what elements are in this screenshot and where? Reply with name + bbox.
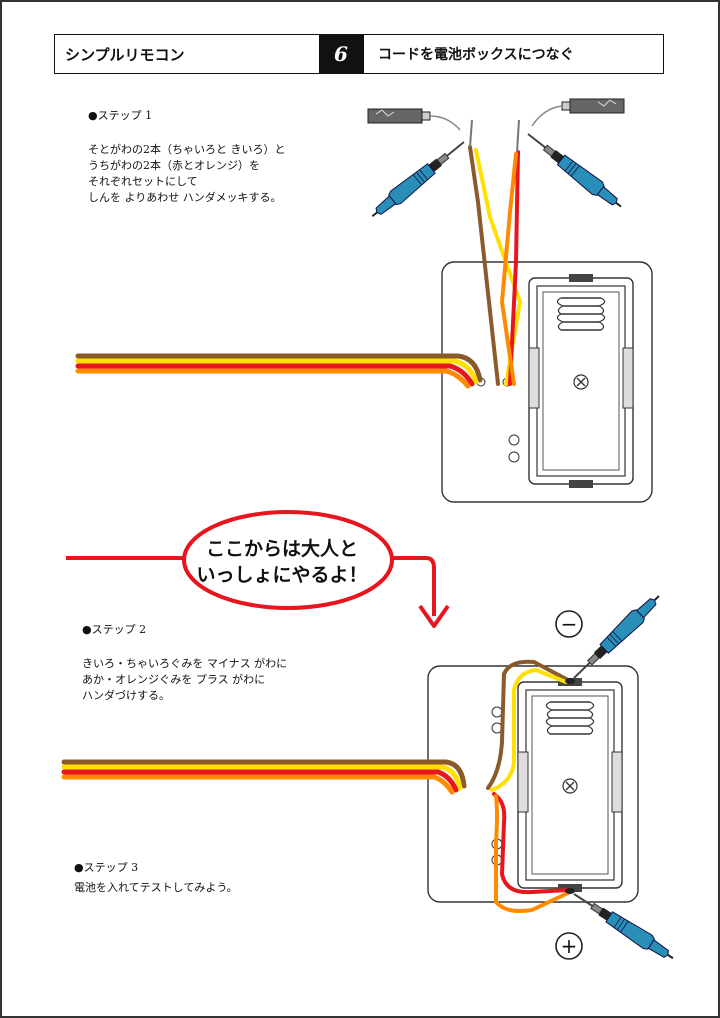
step3-line: 電池を入れてテストしてみよう。	[74, 881, 238, 894]
header-subtitle: コードを電池ボックスにつなぐ	[363, 35, 663, 73]
step2-line: あか・オレンジぐみを プラス がわに	[82, 673, 266, 686]
solder-joint	[565, 888, 575, 894]
battery-holder-icon	[528, 273, 634, 489]
battery-holder-icon	[517, 677, 623, 893]
soldering-iron-icon	[522, 126, 627, 214]
header-title: シンプルリモコン	[65, 45, 185, 64]
solder-wire-icon	[561, 98, 625, 114]
plus-symbol: +	[561, 934, 578, 958]
step3-body: 電池を入れてテストしてみよう。	[74, 880, 238, 896]
minus-symbol-icon	[555, 610, 583, 638]
mount-hole	[508, 434, 520, 446]
header-step-number: 6	[319, 35, 363, 73]
solder-strand	[429, 115, 461, 131]
callout-line-1: ここからは大人と	[205, 538, 358, 560]
step1-line: そとがわの2本（ちゃいろと きいろ）と	[88, 143, 286, 156]
mount-hole	[508, 451, 520, 463]
minus-symbol: −	[561, 612, 578, 636]
step1-line: それぞれセットにして	[88, 175, 198, 188]
step1-line: うちがわの2本（赤とオレンジ）を	[88, 159, 260, 172]
soldered-wires	[486, 659, 572, 913]
flat-cable-2	[61, 759, 467, 795]
twisted-wires	[468, 145, 523, 386]
header-bar: シンプルリモコン 6 コードを電池ボックスにつなぐ	[54, 34, 664, 74]
step2-line: きいろ・ちゃいろぐみを マイナス がわに	[82, 657, 288, 670]
solder-joint	[565, 678, 575, 684]
step1-body: そとがわの2本（ちゃいろと きいろ）と うちがわの2本（赤とオレンジ）を それぞ…	[88, 142, 286, 206]
step1-line: しんを よりあわせ ハンダメッキする。	[88, 191, 282, 204]
step1-illustration	[75, 98, 653, 503]
flat-cable-1	[75, 353, 483, 389]
adult-callout	[66, 510, 450, 628]
step3-title: ●ステップ 3	[74, 861, 139, 874]
solder-strand	[531, 105, 563, 127]
plus-symbol-icon	[555, 932, 583, 960]
wire-core	[516, 119, 520, 153]
callout-line-2: いっしょにやるよ！	[196, 564, 368, 586]
step2-illustration: − +	[61, 589, 679, 966]
step2-line: ハンダづけする。	[82, 689, 170, 702]
mount-hole	[491, 706, 503, 718]
step2-body: きいろ・ちゃいろぐみを マイナス がわに あか・オレンジぐみを プラス がわに …	[82, 656, 287, 704]
step2-title: ●ステップ 2	[82, 623, 147, 636]
callout-text: ここからは大人と いっしょにやるよ！	[192, 536, 372, 588]
step1-title: ●ステップ 1	[88, 109, 153, 122]
soldering-iron-icon	[366, 134, 471, 224]
wire-core	[469, 119, 473, 148]
arrow-down-icon	[418, 604, 450, 628]
solder-wire-icon	[367, 108, 431, 124]
speech-bubble	[182, 510, 394, 610]
